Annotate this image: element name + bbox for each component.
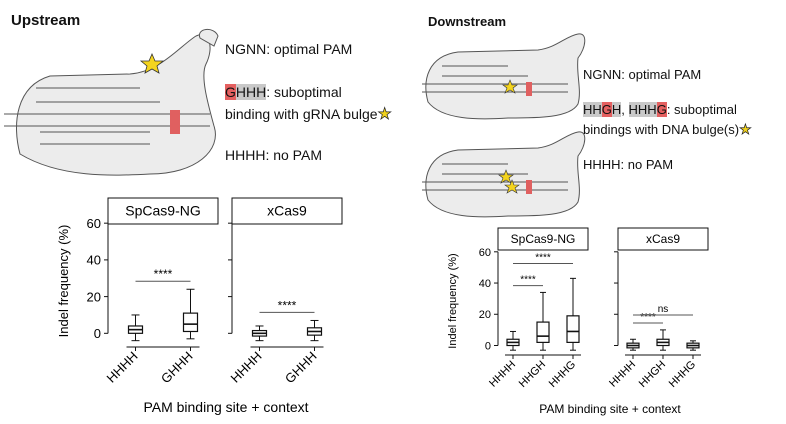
x-tick-label: HHHH — [607, 359, 638, 390]
panel-title-box — [617, 227, 709, 251]
y-tick-label: 20 — [479, 309, 491, 321]
sep: , — [621, 102, 629, 117]
y-tick-label: 60 — [479, 247, 491, 259]
upstream-title: Upstream — [11, 12, 81, 29]
x-axis-label: PAM binding site + context — [143, 399, 308, 415]
y-tick-label: 60 — [87, 216, 101, 231]
panel-title-box — [497, 227, 589, 251]
downstream-diagram-1 — [422, 33, 586, 120]
x-axis-label: PAM binding site + context — [539, 402, 681, 416]
x-tick-label: HHHH — [103, 349, 140, 386]
downstream-subopt-line1: HHGH, HHHG: suboptimal — [583, 101, 737, 118]
y-axis-label: Indel frequency (%) — [447, 253, 459, 348]
star-icon — [498, 169, 514, 184]
y-tick-label: 40 — [87, 253, 101, 268]
x-tick-label: GHHH — [158, 349, 196, 387]
x-tick-label: HHGH — [637, 359, 668, 390]
y-tick-label: 0 — [94, 326, 101, 341]
panel-title: SpCas9-NG — [125, 203, 200, 219]
significance-label: **** — [278, 298, 297, 312]
box-iqr — [566, 315, 580, 343]
upstream-no-pam: HHHH: no PAM — [225, 147, 322, 163]
significance-label: **** — [154, 267, 173, 281]
hl-hhh: HHH — [235, 84, 267, 100]
x-tick-label: HHHH — [487, 359, 518, 390]
significance-label: **** — [520, 275, 536, 286]
y-tick-label: 40 — [479, 278, 491, 290]
star-icon: ★ — [377, 106, 392, 124]
subopt-line2-text: bindings with DNA bulge(s) — [583, 122, 740, 137]
downstream-no-pam: HHHH: no PAM — [583, 157, 674, 172]
box-iqr — [536, 321, 550, 343]
star-icon — [502, 79, 518, 94]
panel-title-box — [107, 197, 219, 225]
x-tick-label: HHHH — [227, 349, 264, 386]
star-icon — [504, 179, 520, 194]
hl-h: H — [611, 102, 622, 117]
x-tick-label: HHHG — [667, 359, 698, 390]
downstream-cas9-diagrams — [422, 33, 586, 218]
significance-label: ns — [658, 304, 669, 315]
significance-label: **** — [535, 253, 551, 264]
subopt-text: : suboptimal — [266, 84, 342, 100]
star-icon — [139, 52, 165, 74]
y-tick-label: 0 — [485, 340, 491, 352]
downstream-boxplot-chart: Indel frequency (%)SpCas9-NG0204060HHHHH… — [447, 227, 709, 416]
downstream-subopt-line2: bindings with DNA bulge(s)★ — [583, 121, 752, 138]
panel-title: SpCas9-NG — [511, 232, 576, 246]
x-tick-label: GHHH — [282, 349, 320, 387]
downstream-diagram-2 — [422, 131, 586, 218]
upstream-subopt-line2: binding with gRNA bulge★ — [225, 105, 392, 124]
significance-label: **** — [640, 312, 656, 323]
x-tick-label: HHGH — [517, 359, 548, 390]
upstream-optimal-pam: NGNN: optimal PAM — [225, 41, 353, 57]
downstream-optimal-pam: NGNN: optimal PAM — [583, 67, 702, 82]
panel-title-box — [231, 197, 343, 225]
y-tick-label: 20 — [87, 289, 101, 304]
x-tick-label: HHHG — [547, 359, 578, 390]
y-axis-label: Indel frequency (%) — [56, 225, 71, 338]
hl-hhh: HHH — [628, 102, 657, 117]
star-icon: ★ — [739, 121, 752, 138]
panel-title: xCas9 — [267, 203, 307, 219]
hl-g: G — [601, 102, 612, 117]
subopt-text: : suboptimal — [666, 102, 737, 117]
hl-g: G — [225, 84, 236, 100]
panel-title: xCas9 — [646, 232, 680, 246]
upstream-subopt-line1: GHHH: suboptimal — [225, 83, 342, 101]
downstream-title: Downstream — [428, 14, 507, 29]
hl-g2: G — [656, 102, 667, 117]
upstream-cas9-diagram — [4, 29, 219, 176]
box-iqr — [182, 312, 199, 333]
hl-hh: HH — [583, 102, 602, 117]
subopt-line2-text: binding with gRNA bulge — [225, 106, 378, 122]
